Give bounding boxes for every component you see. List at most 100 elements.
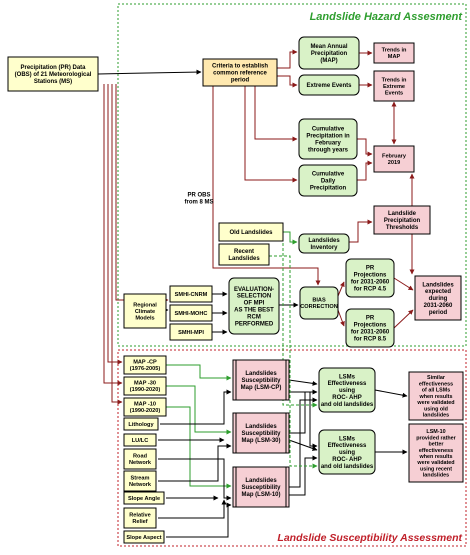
node-label-line: MAP -CP <box>133 360 157 366</box>
flow-arrow <box>288 439 318 451</box>
node-box <box>169 323 213 341</box>
node-label-line: Projections <box>354 273 387 279</box>
node-cnrm: SMHI-CNRM <box>169 285 213 303</box>
node-box <box>218 243 270 266</box>
node-extreme: Extreme Events <box>298 74 360 96</box>
node-label-line: Projections <box>354 323 387 329</box>
flow-arrow <box>166 385 232 435</box>
node-box <box>298 164 358 197</box>
flow-arrow <box>277 49 298 69</box>
node-label-line: Old Landslides <box>229 230 273 236</box>
node-label-line: (OBS) of 21 Meteorological <box>15 72 92 78</box>
node-label-line: Precipitation <box>311 51 348 57</box>
node-label-line: landslides <box>423 473 449 479</box>
node-label-line: through years <box>308 147 349 153</box>
flow-arrow <box>166 364 232 381</box>
node-label-line: using old <box>424 406 448 412</box>
flow-arrow <box>160 389 232 425</box>
node-map-30: MAP -30(1990-2020) <box>123 376 167 396</box>
node-label-line: Slope Aspect <box>126 535 161 541</box>
node-box <box>123 417 159 431</box>
node-label-line: Landslides <box>245 371 277 377</box>
node-mpi: SMHI-MPI <box>169 323 213 341</box>
node-label-line: were validated <box>416 400 454 406</box>
node-label-line: Relative <box>129 513 150 519</box>
node-label-line: Precipitation <box>384 218 421 224</box>
node-label-line: and old landslides <box>321 402 374 408</box>
node-label-line: Network <box>129 460 152 466</box>
node-label-line: Lithology <box>128 422 154 428</box>
node-box <box>123 491 165 505</box>
flow-arrow <box>349 219 373 243</box>
node-label-line: Criteria to establish <box>212 64 268 70</box>
flow-arrow <box>244 86 298 183</box>
flow-arrow <box>254 86 298 142</box>
node-box <box>298 118 358 160</box>
node-label-line: for 2031-2060 <box>351 280 390 286</box>
flow-arrow <box>282 238 318 408</box>
flow-arrow <box>212 86 321 286</box>
flow-arrows <box>97 49 415 538</box>
node-label-line: using <box>339 388 355 394</box>
node-label-line: for RCP 4.5 <box>354 286 387 292</box>
node-label-line: Mean Annual <box>310 44 347 50</box>
node-label-line: Extreme <box>383 84 405 90</box>
node-box <box>318 367 376 413</box>
node-box <box>408 423 464 483</box>
node-label-line: when results <box>419 394 453 400</box>
node-box <box>202 58 278 87</box>
node-label-line: 2019 <box>388 160 400 166</box>
node-label-line: Cumulative <box>312 127 345 133</box>
node-label-line: using <box>339 450 355 456</box>
node-label-line: PERFORMED <box>235 321 274 327</box>
node-label-line: during <box>429 296 448 302</box>
node-label-line: Trends in <box>382 77 407 83</box>
node-label-line: when results <box>419 454 453 460</box>
node-lithology: Lithology <box>123 417 159 431</box>
node-pr-data: Precipitation (PR) Data(OBS) of 21 Meteo… <box>7 56 99 92</box>
flow-arrow <box>289 455 318 496</box>
node-box <box>373 145 415 173</box>
node-label-line: LU/LC <box>132 438 148 444</box>
flow-arrow <box>393 309 414 329</box>
node-label-line: RCM <box>247 314 261 320</box>
node-label-line: CORRECTION <box>300 304 338 310</box>
node-label-line: Road <box>133 454 148 460</box>
node-label-line: Map (LSM-30) <box>242 438 281 444</box>
flow-arrow <box>107 84 123 365</box>
node-label-line: February <box>315 141 341 147</box>
node-label-line: Daily <box>321 179 336 185</box>
node-box-inner <box>235 412 287 454</box>
node-label-line: 2031-2060 <box>424 303 453 309</box>
node-mohc: SMHI-MOHC <box>169 304 213 322</box>
node-lulc: LU/LC <box>123 433 157 447</box>
node-box <box>169 285 213 303</box>
node-box <box>7 56 99 92</box>
flow-arrow <box>166 502 232 538</box>
flow-arrow <box>277 75 298 88</box>
node-label-line: SMHI-CNRM <box>175 292 208 298</box>
node-label-line: common reference <box>213 71 267 77</box>
node-label-line: Extreme Events <box>306 83 352 89</box>
node-label-line: expected <box>425 289 451 295</box>
node-box <box>408 371 464 421</box>
node-label-line: (1976-2005) <box>130 366 161 372</box>
node-box <box>414 275 462 321</box>
node-label-line: Precipitation <box>310 185 347 191</box>
node-label-line: LSM-10 <box>426 429 445 435</box>
node-label-line: and old landslides <box>321 464 374 470</box>
node-label-line: Precipitation (PR) Data <box>20 65 86 71</box>
node-label-line: AS THE BEST <box>234 308 274 314</box>
